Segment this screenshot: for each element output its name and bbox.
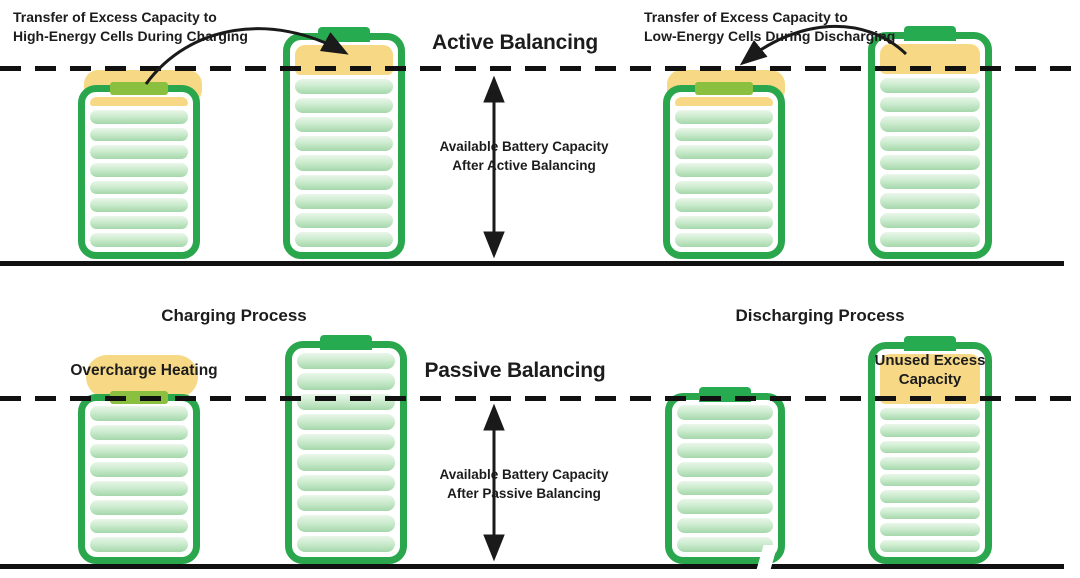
battery-charge-stripe [295,117,393,133]
battery-charge-stripe [675,110,773,124]
unused-excess-capacity-label: Unused Excess Capacity [874,352,986,388]
battery-charging-low-cell-active [78,82,200,259]
battery-charge-stripe [295,98,393,114]
battery-charge-stripe [90,198,188,212]
battery-charge-stripe [675,127,773,142]
battery-charge-stripe [295,79,393,95]
battery-charge-stripe [297,353,395,370]
battery-charge-stripe [677,499,773,515]
battery-charge-stripe [880,490,980,503]
battery-charge-stripe [90,145,188,159]
battery-charge-stripe [880,174,980,190]
battery-charge-stripe [880,440,980,454]
battery-charge-stripe [677,461,773,477]
battery-charge-stripe [295,231,393,247]
battery-charge-stripe [880,212,980,228]
battery-charge-stripe [295,155,393,171]
battery-charge-stripe [297,535,395,552]
battery-charge-stripe [90,215,188,230]
battery-charging-high-cell-passive [285,335,407,564]
battery-excess-capacity-region [675,97,773,106]
battery-charge-stripe [90,233,188,247]
battery-charge-stripe [295,136,393,152]
battery-cap [318,27,370,42]
battery-charge-stripe [677,405,773,420]
battery-charge-stripe [675,233,773,247]
battery-charge-stripe [297,474,395,492]
overcharge-heating-blob [86,355,198,398]
battery-charge-stripe [677,423,773,439]
battery-charge-stripe [295,212,393,228]
battery-cap [695,82,753,95]
battery-excess-capacity-region [880,354,980,404]
passive-balancing-title: Passive Balancing [424,359,606,382]
battery-charge-stripe [297,515,395,532]
battery-charge-stripe [297,434,395,451]
battery-charge-stripe [295,174,393,190]
battery-charge-stripe [677,480,773,496]
active-balancing-title: Active Balancing [431,31,599,54]
ground-line-active [0,261,1064,266]
battery-discharging-low-cell-passive [665,387,785,564]
battery-charge-stripe [880,231,980,247]
active-capacity-label: Available Battery Capacity After Active … [439,139,609,173]
battery-charge-stripe [90,443,188,459]
battery-charge-stripe [880,424,980,437]
battery-charge-stripe [297,413,395,431]
battery-charge-stripe [90,481,188,496]
battery-cap [110,82,168,95]
battery-cap [320,335,372,350]
battery-charge-stripe [297,373,395,390]
battery-charge-stripe [675,180,773,195]
battery-charge-stripe [675,162,773,177]
battery-charge-stripe [880,457,980,470]
battery-charge-stripe [677,518,773,534]
battery-charge-stripe [880,135,980,151]
battery-charge-stripe [90,462,188,477]
discharging-process-title: Discharging Process [735,306,905,325]
charging-transfer-annotation: Transfer of Excess Capacity to High-Ener… [13,9,248,44]
battery-charge-stripe [295,193,393,209]
battery-charge-stripe [90,180,188,195]
balanced-capacity-dashed-line [0,66,1080,71]
battery-charge-stripe [880,193,980,209]
ground-line-passive [0,564,1064,569]
battery-charge-stripe [880,97,980,113]
battery-cap [904,26,956,41]
overcharge-heating-label: Overcharge Heating [70,362,218,379]
battery-charge-stripe [297,495,395,512]
battery-cap [904,336,956,351]
charging-process-title: Charging Process [161,306,307,325]
battery-charge-stripe [675,145,773,159]
battery-discharging-low-cell-active [663,82,785,259]
battery-charge-stripe [297,454,395,471]
battery-charge-stripe [90,127,188,142]
battery-charge-stripe [880,523,980,536]
battery-charge-stripe [880,78,980,94]
battery-charge-stripe [677,442,773,458]
discharging-transfer-annotation: Transfer of Excess Capacity to Low-Energ… [644,9,896,44]
battery-charge-stripe [677,537,773,552]
battery-charge-stripe [880,408,980,421]
battery-charge-stripe [880,116,980,132]
battery-charging-low-cell-passive [78,391,200,564]
battery-excess-capacity-region [90,97,188,106]
battery-charge-stripe [880,506,980,520]
battery-charge-stripe [90,406,188,421]
battery-discharging-high-cell-passive [868,336,992,564]
battery-charge-stripe [880,473,980,487]
battery-charge-stripe [90,110,188,124]
battery-charge-stripe [90,499,188,515]
battery-charge-stripe [90,162,188,177]
battery-charge-stripe [90,518,188,534]
battery-charge-stripe [880,154,980,171]
battery-charge-stripe [675,198,773,212]
battery-charge-stripe [90,424,188,440]
battery-charge-stripe [675,215,773,230]
balanced-capacity-dashed-line [0,396,1080,401]
battery-charge-stripe [90,537,188,552]
battery-charge-stripe [880,539,980,552]
passive-capacity-label: Available Battery Capacity After Passive… [439,467,609,501]
